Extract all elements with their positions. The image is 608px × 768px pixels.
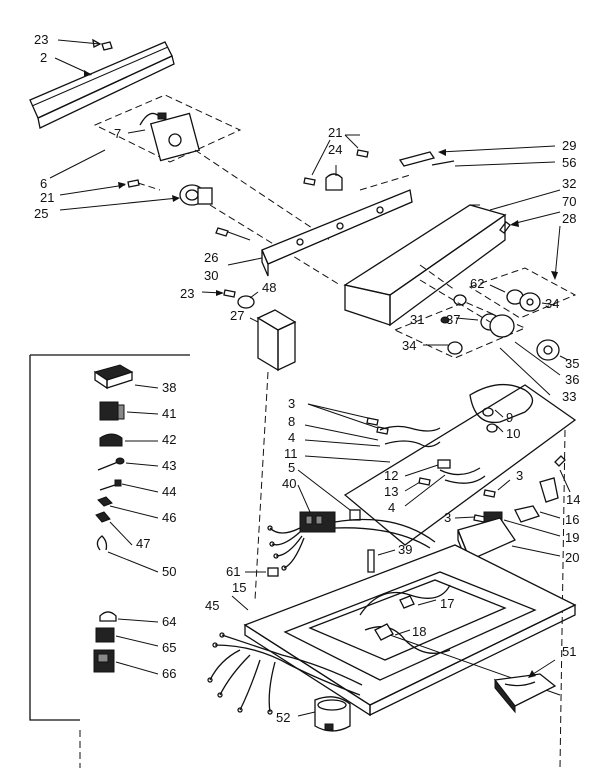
callout-50: 50 xyxy=(162,564,176,579)
callout-10: 10 xyxy=(506,426,520,441)
callout-30: 30 xyxy=(204,268,218,283)
bracket-part xyxy=(493,673,557,714)
harness-part xyxy=(267,511,436,571)
callout-23: 23 xyxy=(180,286,194,301)
callout-41: 41 xyxy=(162,406,176,421)
callout-42: 42 xyxy=(162,432,176,447)
callout-7: 7 xyxy=(114,126,121,141)
callout-37: 37 xyxy=(446,312,460,327)
cabinet-top-frame xyxy=(207,544,577,732)
callout-5: 5 xyxy=(288,460,295,475)
callout-26: 26 xyxy=(204,250,218,265)
callout-29: 29 xyxy=(562,138,576,153)
callout-2: 2 xyxy=(40,50,47,65)
callout-52: 52 xyxy=(276,710,290,725)
control-board-part xyxy=(256,309,297,372)
callout-34: 34 xyxy=(402,338,416,353)
callout-6: 6 xyxy=(40,176,47,191)
callout-4: 4 xyxy=(288,430,295,445)
callout-24: 24 xyxy=(328,142,342,157)
callout-8: 8 xyxy=(288,414,295,429)
callout-19: 19 xyxy=(565,530,579,545)
callout-51: 51 xyxy=(562,644,576,659)
callout-17: 17 xyxy=(440,596,454,611)
callout-32: 32 xyxy=(562,176,576,191)
callout-34: 34 xyxy=(545,296,559,311)
callout-13: 13 xyxy=(384,484,398,499)
callout-44: 44 xyxy=(162,484,176,499)
callout-labels: 23 2 7 6 21 25 21 24 29 56 32 70 28 26 3… xyxy=(34,32,580,725)
callout-9: 9 xyxy=(506,410,513,425)
callout-20: 20 xyxy=(565,550,579,565)
callout-15: 15 xyxy=(232,580,246,595)
callout-62: 62 xyxy=(470,276,484,291)
callout-4: 4 xyxy=(388,500,395,515)
callout-18: 18 xyxy=(412,624,426,639)
callout-11: 11 xyxy=(284,446,298,461)
callout-47: 47 xyxy=(136,536,150,551)
callout-16: 16 xyxy=(565,512,579,527)
callout-43: 43 xyxy=(162,458,176,473)
callout-25: 25 xyxy=(34,206,48,221)
callout-61: 61 xyxy=(226,564,240,579)
switch-part xyxy=(179,184,213,206)
timer-part xyxy=(139,112,201,162)
callout-33: 33 xyxy=(562,389,576,404)
callout-38: 38 xyxy=(162,380,176,395)
knob-assembly xyxy=(393,225,577,396)
callout-70: 70 xyxy=(562,194,576,209)
console-assembly xyxy=(201,134,561,601)
callout-21: 21 xyxy=(328,125,342,140)
callout-66: 66 xyxy=(162,666,176,681)
callout-36: 36 xyxy=(565,372,579,387)
callout-39: 39 xyxy=(398,542,412,557)
callout-28: 28 xyxy=(562,211,576,226)
callout-56: 56 xyxy=(562,155,576,170)
callout-14: 14 xyxy=(566,492,580,507)
callout-48: 48 xyxy=(262,280,276,295)
console-panel-part xyxy=(29,41,173,119)
top-left-assembly xyxy=(29,38,341,286)
callout-3: 3 xyxy=(288,396,295,411)
callout-3: 3 xyxy=(516,468,523,483)
callout-40: 40 xyxy=(282,476,296,491)
callout-65: 65 xyxy=(162,640,176,655)
wire-harness-part xyxy=(207,632,363,715)
callout-3: 3 xyxy=(444,510,451,525)
loose-parts-box xyxy=(29,354,190,768)
callout-23: 23 xyxy=(34,32,48,47)
callout-31: 31 xyxy=(410,312,424,327)
callout-46: 46 xyxy=(162,510,176,525)
callout-35: 35 xyxy=(565,356,579,371)
callout-12: 12 xyxy=(384,468,398,483)
motor-part xyxy=(314,696,351,732)
callout-45: 45 xyxy=(205,598,219,613)
callout-64: 64 xyxy=(162,614,176,629)
callout-27: 27 xyxy=(230,308,244,323)
top-cover-part xyxy=(343,384,577,546)
callout-21: 21 xyxy=(40,190,54,205)
